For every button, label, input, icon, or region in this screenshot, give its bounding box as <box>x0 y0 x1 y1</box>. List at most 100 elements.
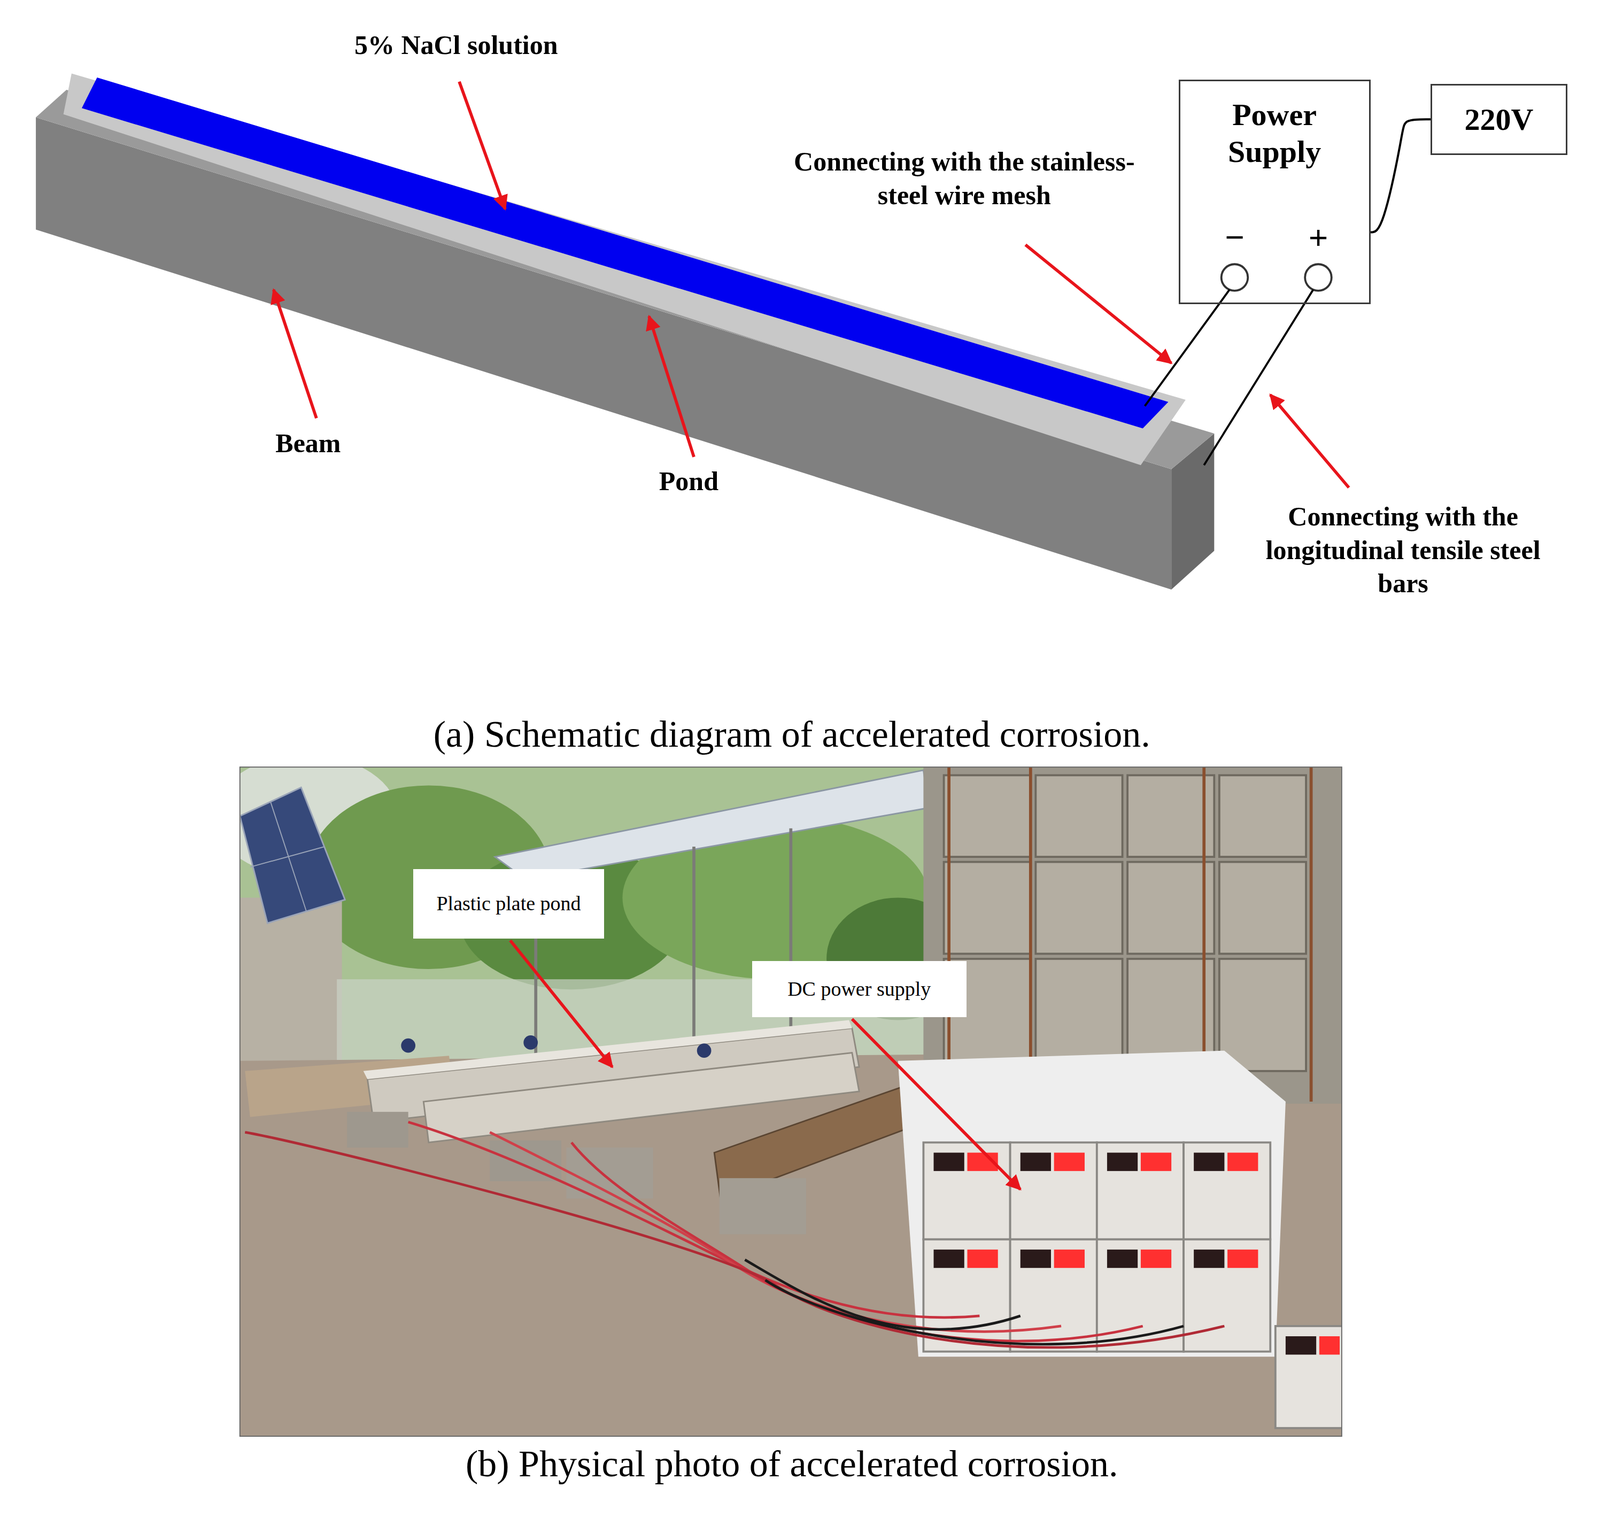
display <box>933 1249 965 1269</box>
dc-power-units <box>923 1142 1342 1428</box>
display <box>933 1153 965 1172</box>
node-text: DC power supply <box>787 977 931 1002</box>
concrete-block <box>1035 862 1123 955</box>
display <box>1107 1153 1138 1172</box>
rebar <box>1029 767 1033 1102</box>
display <box>1227 1249 1258 1269</box>
building <box>240 897 343 1071</box>
support-block <box>719 1178 807 1235</box>
block-wall <box>923 767 1342 1104</box>
leader-arrow <box>510 940 613 1068</box>
wire-connector <box>1370 119 1432 233</box>
node-text: Power Supply <box>1210 96 1339 171</box>
support-block <box>489 1140 562 1182</box>
part-label: Connecting with the longitudinal tensile… <box>1252 499 1554 601</box>
foliage-ground <box>240 767 1342 1437</box>
power-unit <box>1183 1239 1271 1352</box>
cable <box>244 1132 1225 1348</box>
concrete-block <box>1219 959 1306 1072</box>
power-unit <box>1183 1142 1271 1240</box>
pond-rim <box>63 73 1186 466</box>
part-label: Beam <box>236 426 380 461</box>
wire <box>1203 289 1313 466</box>
display <box>1054 1153 1085 1172</box>
power-unit <box>1010 1239 1097 1352</box>
display <box>1020 1153 1051 1172</box>
leader-arrow <box>852 1019 1021 1190</box>
negative-terminal <box>1221 264 1249 291</box>
nacl-solution <box>81 77 1169 429</box>
solar-panel <box>240 787 346 924</box>
node-text: Plastic plate pond <box>436 891 581 917</box>
cables <box>244 1122 1225 1348</box>
part-label: Pond <box>617 464 761 499</box>
solar-panel-grid <box>250 846 325 868</box>
rebars <box>948 767 1311 1102</box>
cable <box>408 1122 980 1318</box>
cable <box>571 1142 1143 1342</box>
concrete-block <box>1035 959 1123 1072</box>
beam-drawing <box>35 73 1215 590</box>
part-label: Connecting with the stainless-steel wire… <box>793 144 1135 212</box>
photo-leader-arrows <box>510 940 1021 1190</box>
display <box>967 1249 998 1269</box>
shed-roof <box>495 770 929 880</box>
plastic-cover <box>898 1050 1286 1358</box>
cable <box>489 1132 1062 1332</box>
display <box>1140 1249 1172 1269</box>
leader-arrow <box>1025 244 1172 363</box>
sensor <box>697 1043 712 1058</box>
part-label: 5% NaCl solution <box>262 28 651 63</box>
concrete-block <box>944 775 1031 857</box>
leader-arrow <box>273 289 317 419</box>
concrete-block <box>1219 775 1306 857</box>
display <box>1193 1153 1225 1172</box>
polarity-sign: + <box>1297 216 1339 259</box>
display <box>1227 1153 1258 1172</box>
display <box>1285 1336 1317 1355</box>
power-unit <box>1275 1326 1342 1429</box>
display <box>1140 1153 1172 1172</box>
display <box>1193 1249 1225 1269</box>
concrete-block <box>1127 862 1215 955</box>
polarity-sign: − <box>1214 216 1255 259</box>
photo-frame <box>240 767 1342 1437</box>
display <box>1319 1336 1340 1355</box>
display <box>1107 1249 1138 1269</box>
photo-label-box: DC power supply <box>752 961 967 1018</box>
cable <box>744 1260 1020 1330</box>
display <box>1054 1249 1085 1269</box>
leader-arrow <box>459 81 506 210</box>
positive-terminal <box>1304 264 1332 291</box>
display <box>1020 1249 1051 1269</box>
photo <box>240 767 1342 1437</box>
concrete-block <box>944 862 1031 955</box>
sensor <box>523 1035 538 1050</box>
photo-label-box: Plastic plate pond <box>413 869 605 939</box>
test-beams <box>244 1019 925 1235</box>
concrete-block <box>1219 862 1306 955</box>
support-block <box>346 1111 409 1148</box>
node-text: 220V <box>1464 101 1534 139</box>
cable <box>765 1280 1184 1345</box>
rebar <box>1309 767 1313 1102</box>
figure-caption: (b) Physical photo of accelerated corros… <box>179 1440 1405 1488</box>
mains-box: 220V <box>1430 83 1568 156</box>
concrete-block <box>1035 775 1123 857</box>
rebar <box>947 767 951 1102</box>
figure-caption: (a) Schematic diagram of accelerated cor… <box>179 710 1405 759</box>
power-unit <box>1096 1142 1184 1240</box>
concrete-block <box>1127 775 1215 857</box>
power-unit <box>1010 1142 1097 1240</box>
power-unit <box>923 1142 1010 1240</box>
sensor <box>400 1038 416 1054</box>
wire <box>1145 289 1230 407</box>
power-supply-box: Power Supply <box>1178 79 1371 305</box>
leader-arrows <box>273 81 1349 489</box>
shed-post <box>692 846 696 1051</box>
leader-arrow <box>648 316 694 458</box>
leader-arrow <box>1270 395 1349 489</box>
concrete-blocks <box>944 775 1306 1071</box>
